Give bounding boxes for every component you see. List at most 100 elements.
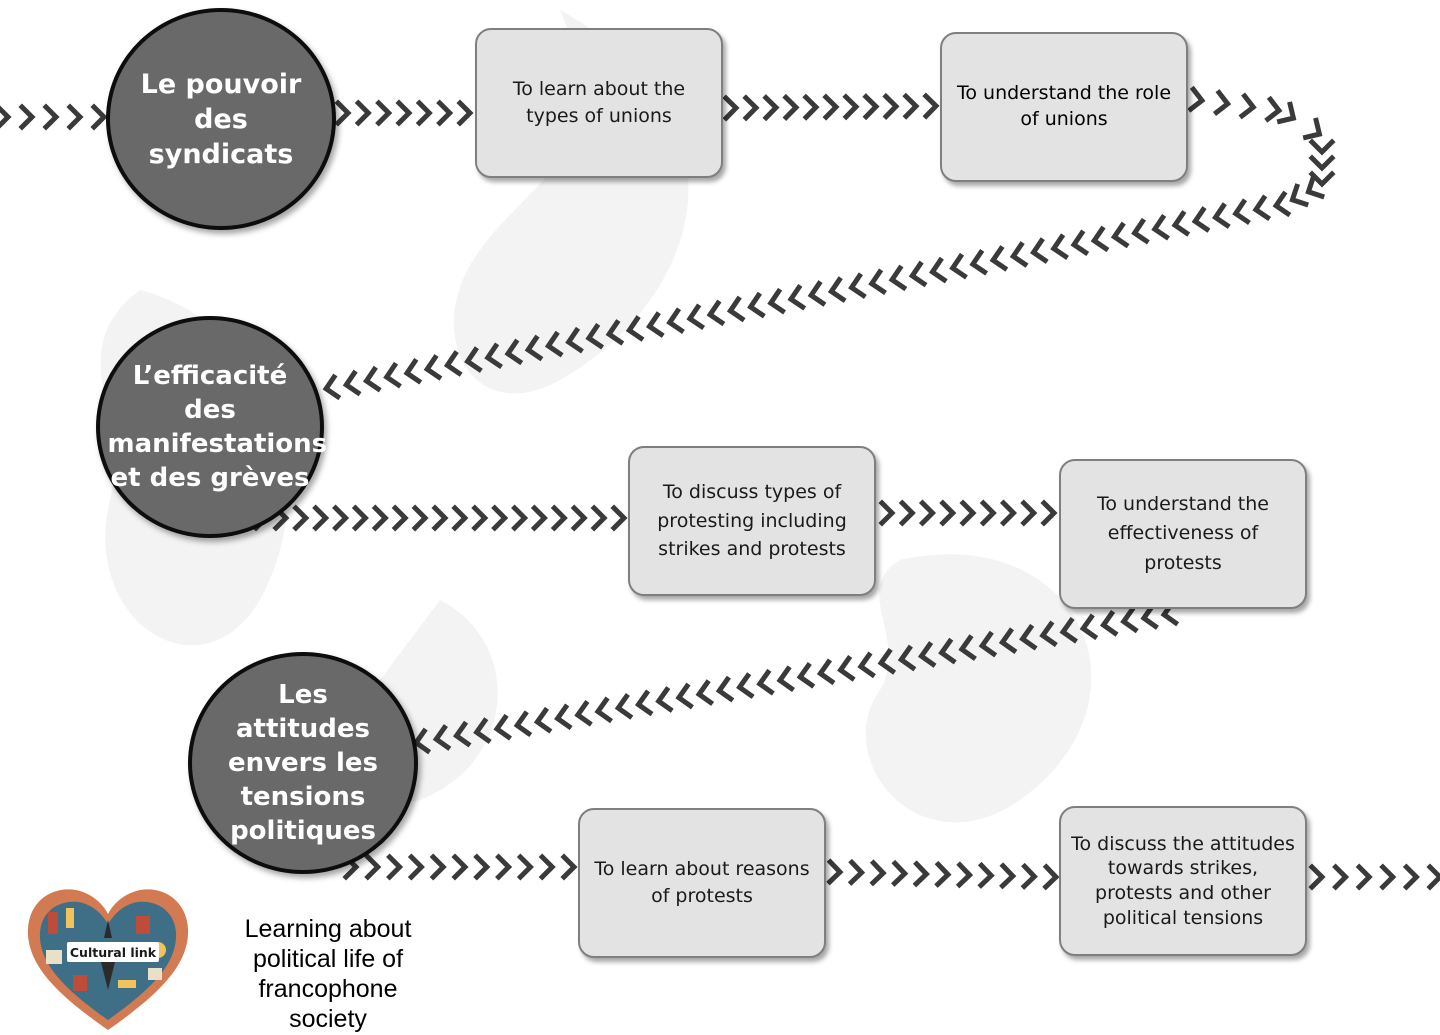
goal-box-5: To learn about reasons of protests [578, 808, 826, 958]
chevron-mark [929, 256, 948, 284]
chevron-mark [666, 307, 685, 334]
chevron-mark [675, 682, 694, 710]
chevron-mark [1252, 194, 1272, 222]
chevron-mark [90, 103, 108, 131]
chevron-mark [826, 858, 844, 886]
goal-box-2: To understand the role of unions [940, 32, 1188, 182]
chevron-mark [1212, 202, 1231, 229]
chevron-mark [1305, 175, 1326, 200]
chevron-mark [807, 280, 827, 307]
chevron-mark [1030, 237, 1049, 264]
chevron-mark [877, 648, 897, 675]
chevron-mark [978, 630, 998, 658]
chevron-mark [495, 853, 513, 881]
chevron-mark [1131, 217, 1150, 245]
goal-box-4: To understand the effectiveness of prote… [1059, 459, 1307, 609]
chevron-mark [1009, 241, 1029, 268]
chevron-mark [1187, 85, 1206, 113]
topic-circle-3: Les attitudes envers les tensions politi… [188, 652, 418, 874]
goal-4-text: To understand the effectiveness of prote… [1096, 492, 1269, 574]
chevron-mark [868, 268, 887, 296]
goal-box-1: To learn about the types of unions [475, 28, 723, 178]
chevron-mark [590, 504, 608, 532]
chevron-mark [456, 99, 474, 127]
chevron-mark [742, 94, 760, 122]
chevron-mark [565, 326, 584, 354]
chevron-mark [363, 365, 382, 393]
chevron-mark [550, 504, 568, 532]
chevron-mark [888, 264, 908, 292]
chevron-mark [322, 373, 342, 401]
chevron-mark [862, 93, 880, 121]
chevron-mark [969, 248, 989, 276]
chevron-mark [42, 103, 60, 131]
chevron-mark [747, 291, 766, 319]
goal-box-6: To discuss the attitudes towards strikes… [1059, 806, 1307, 956]
chevron-mark [530, 504, 548, 532]
chevron-mark [411, 504, 429, 532]
chevron-mark [554, 703, 573, 731]
chevron-mark [726, 295, 746, 323]
chevron-mark [1308, 863, 1326, 891]
chevron-mark [66, 103, 84, 131]
chevron-mark [1151, 213, 1170, 241]
chevron-mark [504, 338, 524, 366]
chevron-mark [471, 504, 489, 532]
chevron-mark [869, 859, 887, 887]
chevron-mark [544, 330, 564, 358]
chevron-mark [560, 853, 578, 881]
chevron-mark [375, 99, 393, 127]
chevron-mark [762, 94, 780, 122]
chevron-mark [625, 315, 645, 342]
chevron-mark [787, 283, 807, 311]
chevron-mark [452, 720, 472, 748]
chevron-mark [912, 860, 930, 888]
chevron-mark [443, 350, 463, 377]
chevron-mark [493, 713, 512, 741]
chevron-mark [1289, 183, 1310, 208]
chevron-mark [776, 665, 795, 693]
chevron-mark [902, 92, 920, 120]
chevron-mark [1302, 117, 1323, 141]
chevron-mark [1070, 229, 1090, 257]
topic-2-label: L’efficacité des manifestations et des g… [107, 361, 328, 493]
goal-box-3: To discuss types of protesting including… [628, 446, 876, 596]
chevron-mark [736, 672, 755, 699]
goal-5-text: To learn about reasons of protests [594, 858, 810, 907]
chevron-mark [464, 346, 483, 373]
chevron-mark [391, 504, 409, 532]
topic-circle-1: Le pouvoir des syndicats [106, 8, 336, 230]
goal-2-text: To understand the role of unions [956, 82, 1172, 130]
chevron-mark [949, 252, 968, 280]
chevron-mark [605, 319, 625, 346]
chevron-mark [1079, 613, 1099, 641]
chevron-mark [432, 724, 452, 751]
chevron-mark [897, 644, 917, 672]
goal-3-text: To discuss types of protesting including… [657, 481, 847, 561]
chevron-mark [1379, 863, 1397, 891]
chevron-mark [524, 334, 544, 362]
chevron-mark [634, 689, 654, 717]
chevron-mark [1120, 606, 1139, 634]
chevron-mark [292, 504, 310, 532]
chevron-mark [351, 504, 369, 532]
chevron-mark [958, 634, 977, 661]
chevron-mark [431, 504, 449, 532]
chevron-mark [407, 853, 425, 881]
chevron-mark [570, 504, 588, 532]
chevron-mark [538, 853, 556, 881]
chevron-mark [1040, 499, 1058, 527]
chevron-mark [1099, 610, 1119, 637]
chevron-mark [1402, 863, 1420, 891]
chevron-mark [848, 272, 867, 299]
chevron-mark [1191, 206, 1211, 233]
chevron-mark [917, 641, 937, 668]
chevron-mark [934, 860, 952, 888]
chevron-mark [594, 696, 613, 724]
chevron-mark [0, 105, 12, 129]
chevron-mark [1426, 863, 1440, 891]
chevron-mark [429, 853, 447, 881]
chevron-mark [816, 658, 836, 686]
chevron-mark [715, 675, 735, 703]
chevron-mark [1212, 89, 1232, 116]
